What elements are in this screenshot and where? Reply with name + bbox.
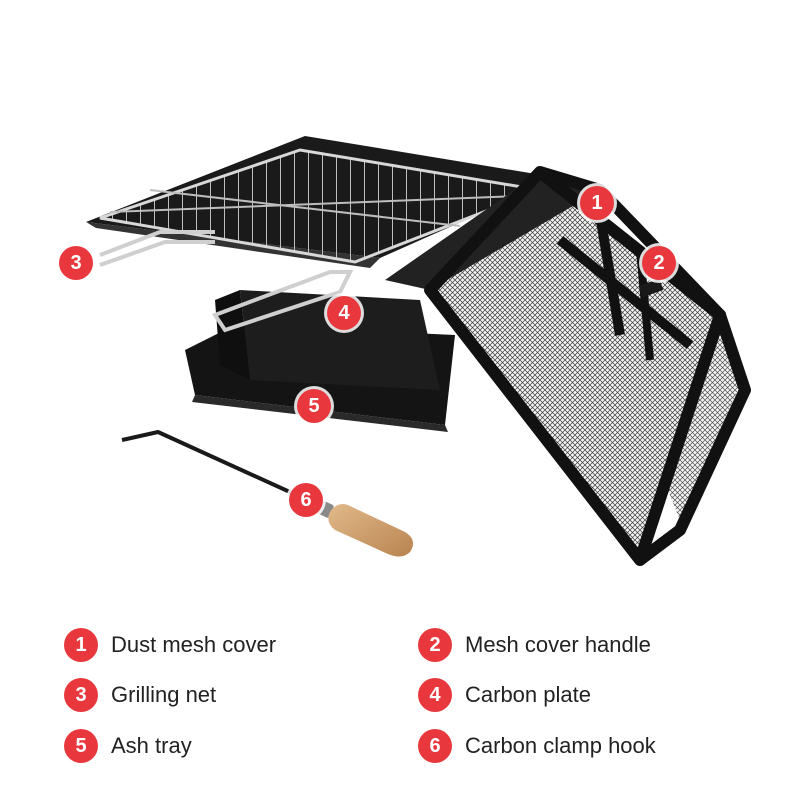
legend-item-5: 5 Ash tray: [64, 728, 192, 764]
fire-pit-illustration: [86, 136, 751, 566]
callout-marker-3: 3: [59, 246, 93, 280]
product-photo: 1 2 3 4 5 6: [59, 136, 751, 566]
legend-item-3: 3 Grilling net: [64, 677, 216, 713]
legend-number-6: 6: [418, 729, 452, 763]
callout-marker-2: 2: [642, 246, 676, 280]
legend-number-1: 1: [64, 628, 98, 662]
legend-item-1: 1 Dust mesh cover: [64, 627, 276, 663]
legend-label-carbon-plate: Carbon plate: [465, 682, 591, 707]
fire-bowl: [215, 290, 440, 390]
legend-label-carbon-clamp-hook: Carbon clamp hook: [465, 733, 656, 758]
carbon-clamp-hook: [121, 430, 414, 557]
legend-item-4: 4 Carbon plate: [418, 677, 591, 713]
legend-label-grilling-net: Grilling net: [111, 682, 217, 707]
legend-label-mesh-cover-handle: Mesh cover handle: [465, 632, 651, 657]
legend-item-6: 6 Carbon clamp hook: [418, 728, 656, 764]
callout-marker-4: 4: [327, 296, 361, 330]
legend-number-5: 5: [64, 729, 98, 763]
legend-number-3: 3: [64, 678, 98, 712]
legend-number-2: 2: [418, 628, 452, 662]
legend-label-ash-tray: Ash tray: [111, 733, 192, 758]
callout-marker-6: 6: [289, 483, 323, 517]
legend-item-2: 2 Mesh cover handle: [418, 627, 651, 663]
legend-number-4: 4: [418, 678, 452, 712]
legend-label-dust-mesh-cover: Dust mesh cover: [111, 632, 277, 657]
callout-marker-5: 5: [297, 389, 331, 423]
callout-marker-1: 1: [580, 186, 614, 220]
